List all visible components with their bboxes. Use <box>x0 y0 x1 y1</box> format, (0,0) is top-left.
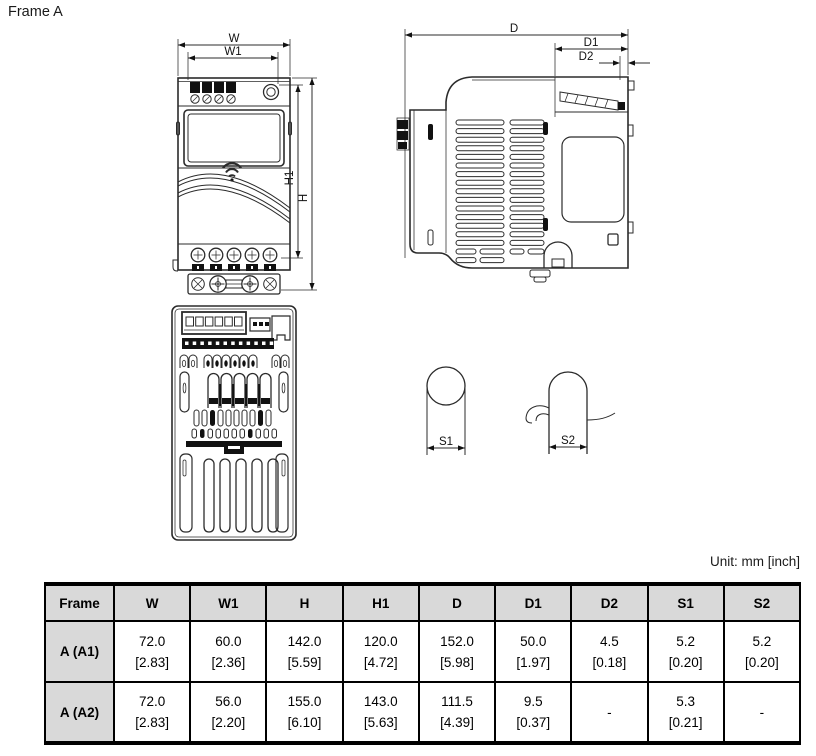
cell-d: 152.0[5.98] <box>417 620 497 683</box>
height-dimensions: H1 H <box>279 77 317 291</box>
col-header-d2: D2 <box>570 583 649 622</box>
cell-h1: 120.0[4.72] <box>341 620 420 683</box>
dim-label-s2: S2 <box>561 435 575 447</box>
frame-label: A (A1) <box>44 620 115 683</box>
col-header-w1: W1 <box>189 583 268 622</box>
top-rail-channel <box>555 80 635 113</box>
cell-w1: 56.0[2.20] <box>189 681 268 744</box>
small-connector <box>249 317 271 332</box>
upper-fingers <box>179 371 289 413</box>
side-view-drawing: D D1 D2 <box>396 23 650 283</box>
cell-d1: 9.5[0.37] <box>494 681 573 744</box>
cable-clamp-arches <box>179 354 290 368</box>
design-swoosh <box>177 173 291 224</box>
bottom-view-body <box>171 305 297 541</box>
terminal-strip <box>182 338 274 349</box>
col-header-s2: S2 <box>722 583 802 622</box>
frame-label: A (A2) <box>44 681 115 744</box>
table-row-a1: A (A1) 72.0[2.83] 60.0[2.36] 142.0[5.59]… <box>44 620 802 683</box>
col-header-d: D <box>417 583 497 622</box>
cell-w1: 60.0[2.36] <box>189 620 268 683</box>
rj45-jack <box>271 315 291 341</box>
unit-note: Unit: mm [inch] <box>709 554 800 569</box>
label-panel <box>561 136 625 223</box>
vent-slots <box>455 119 548 264</box>
front-view-drawing: W W1 H1 H <box>172 33 317 295</box>
dim-label-d2: D2 <box>579 51 594 63</box>
front-view-body <box>172 77 292 272</box>
cell-s1: 5.3[0.21] <box>646 681 725 744</box>
cell-h: 155.0[6.10] <box>265 681 344 744</box>
cell-h: 142.0[5.59] <box>265 620 344 683</box>
side-tabs <box>607 124 634 246</box>
strain-relief-fingers <box>179 453 289 533</box>
col-header-frame: Frame <box>44 583 115 622</box>
page-title: Frame A <box>8 4 63 20</box>
dim-label-s1: S1 <box>439 436 453 448</box>
cell-s1: 5.2[0.20] <box>646 620 725 683</box>
cell-d1: 50.0[1.97] <box>494 620 573 683</box>
cell-w: 72.0[2.83] <box>112 620 192 683</box>
cell-d2: 4.5[0.18] <box>570 620 649 683</box>
bottom-view-drawing <box>171 305 297 541</box>
col-header-w: W <box>112 583 192 622</box>
cell-s2: - <box>722 681 802 744</box>
cell-s2: 5.2[0.20] <box>722 620 802 683</box>
col-header-h1: H1 <box>341 583 420 622</box>
dim-label-w1: W1 <box>224 46 241 58</box>
dim-label-d: D <box>510 23 518 35</box>
col-header-d1: D1 <box>494 583 573 622</box>
table-header-row: Frame W W1 H H1 D D1 D2 S1 S2 <box>44 583 802 622</box>
s1-hole-detail: S1 <box>426 366 466 455</box>
dim-label-h: H <box>298 194 310 202</box>
cell-d: 111.5[4.39] <box>417 681 497 744</box>
bottom-plate <box>187 273 281 295</box>
mounting-hole-top <box>262 83 280 101</box>
dimensions-table: Frame W W1 H H1 D D1 D2 S1 S2 A (A1) 72.… <box>44 582 802 745</box>
dim-label-d1: D1 <box>584 37 599 49</box>
cell-w: 72.0[2.83] <box>112 681 192 744</box>
col-header-s1: S1 <box>646 583 725 622</box>
table-row-a2: A (A2) 72.0[2.83] 56.0[2.20] 155.0[6.10]… <box>44 681 802 744</box>
s2-hole-detail: S2 <box>525 371 616 454</box>
lower-terminal-block <box>190 247 278 271</box>
control-terminal-connector <box>181 311 247 335</box>
cell-d2: - <box>570 681 649 744</box>
display-window <box>183 109 285 167</box>
width-dimensions: W W1 <box>177 33 291 84</box>
mid-bar <box>186 441 282 454</box>
side-view-body <box>409 76 629 269</box>
dim-label-w: W <box>229 33 240 45</box>
col-header-h: H <box>265 583 344 622</box>
cell-h1: 143.0[5.63] <box>341 681 420 744</box>
din-rail-clip <box>529 241 573 283</box>
front-terminal-edge <box>396 117 434 246</box>
upper-terminal-block <box>190 82 236 104</box>
vent-hole-rows <box>191 409 277 439</box>
